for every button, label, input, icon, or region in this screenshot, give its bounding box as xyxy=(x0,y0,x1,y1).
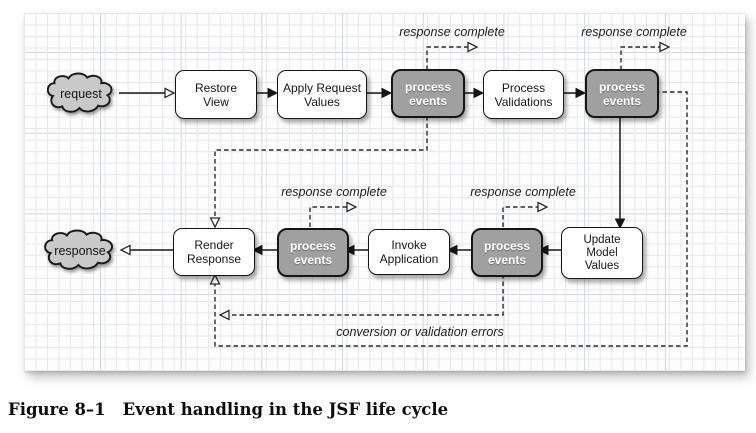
cloud-shape-icon xyxy=(46,72,113,113)
node-process-events-2: process events xyxy=(585,69,659,118)
figure-caption: Figure 8–1 Event handling in the JSF lif… xyxy=(8,400,448,419)
label-response-complete-1: response complete xyxy=(399,25,505,39)
node-invoke-application: Invoke Application xyxy=(368,229,450,275)
node-update-model-values: Update Model Values xyxy=(561,227,643,279)
node-process-validations: Process Validations xyxy=(483,70,564,119)
node-render-response: Render Response xyxy=(173,228,255,276)
dashed-pe2-to-render-bottom xyxy=(214,91,688,347)
dashed-pe4-conversion-errors xyxy=(229,274,504,316)
response-cloud: response xyxy=(39,229,121,273)
dashed-pe4-response-complete xyxy=(502,206,538,227)
dashed-pe1-to-render-top xyxy=(214,116,428,218)
node-apply-request-values: Apply Request Values xyxy=(277,70,367,119)
node-restore-view: Restore View xyxy=(175,70,257,119)
figure-title: Event handling in the JSF life cycle xyxy=(122,400,449,419)
node-process-events-1: process events xyxy=(391,69,465,118)
dashed-pe1-response-complete xyxy=(426,46,468,70)
response-label: response xyxy=(54,244,106,258)
label-conversion-errors: conversion or validation errors xyxy=(336,325,504,339)
cloud-shape-icon xyxy=(44,229,113,270)
node-process-events-4: process events xyxy=(471,228,543,277)
request-cloud: request xyxy=(42,72,120,116)
label-response-complete-3: response complete xyxy=(281,185,387,199)
request-label: request xyxy=(60,87,102,101)
dashed-pe3-response-complete xyxy=(309,206,347,227)
dashed-pe2-response-complete xyxy=(620,46,660,70)
figure-number: Figure 8–1 xyxy=(8,400,106,419)
label-response-complete-2: response complete xyxy=(581,25,687,39)
node-process-events-3: process events xyxy=(277,228,349,277)
label-response-complete-4: response complete xyxy=(470,185,576,199)
